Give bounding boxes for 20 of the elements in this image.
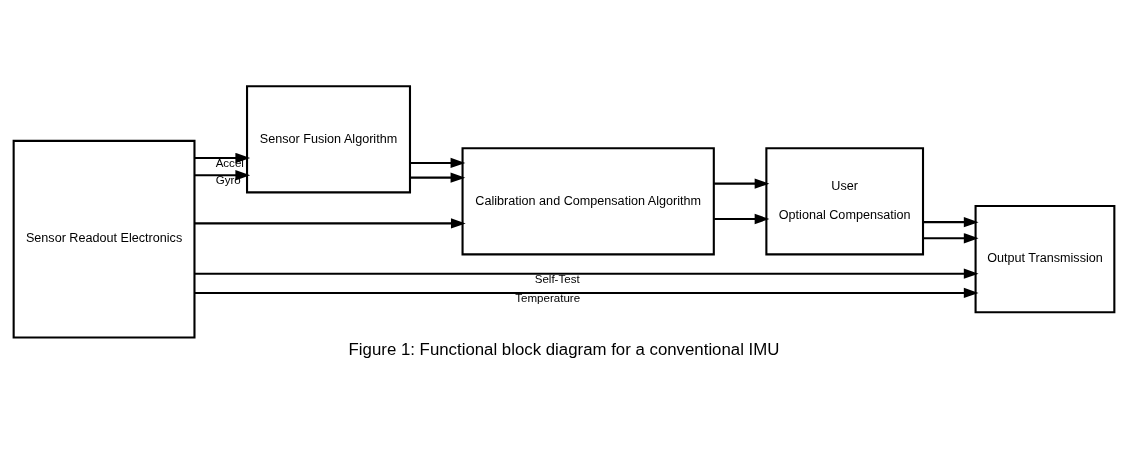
edge-label: Temperature [515,292,581,305]
edge-label: Self-Test [534,272,580,285]
node-box: User Optional Compensation [765,147,925,256]
node-box: Output Transmission [974,205,1116,314]
node-box: Sensor Fusion Algorithm [246,85,412,194]
arrow [194,218,466,229]
arrow [194,152,251,164]
arrow [714,178,770,189]
caption: Figure 1: Functional block diagram for a conventional IMU [348,340,780,360]
node-box: Calibration and Compensation Algorithm [461,147,715,256]
edge-label: Accel [215,157,244,170]
arrow [923,233,979,244]
arrow [923,217,979,228]
node-box: Sensor Readout Electronics [12,139,196,339]
arrow [194,170,251,181]
arrow [410,172,466,183]
arrow [194,287,979,299]
arrow [714,213,770,225]
arrow [410,157,466,169]
arrow [194,268,979,279]
